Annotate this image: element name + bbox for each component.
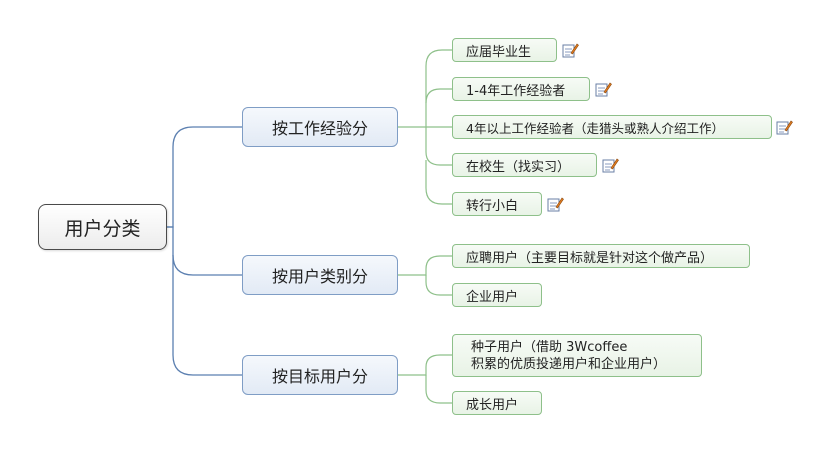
connector-root-cat-3 [172, 255, 242, 376]
leaf-seed-users[interactable]: 种子用户（借助 3Wcoffee 积累的优质投递用户和企业用户） [452, 334, 702, 377]
leaf-1-4-years[interactable]: 1-4年工作经验者 [452, 77, 590, 101]
note-icon[interactable] [547, 196, 564, 212]
connector-cat1-leaf-2 [425, 88, 452, 104]
leaf-label: 成长用户 [466, 397, 519, 413]
connector-cat1-leaf-4 [425, 127, 452, 166]
leaf-enterprise-users[interactable]: 企业用户 [452, 283, 542, 307]
category-label: 按工作经验分 [271, 119, 368, 138]
connector-root-cat-2 [167, 226, 242, 276]
leaf-label: 应聘用户（主要目标就是针对这个做产品） [466, 250, 714, 266]
category-user-type[interactable]: 按用户类别分 [242, 255, 398, 295]
leaf-growth-users[interactable]: 成长用户 [452, 391, 542, 415]
root-label: 用户分类 [64, 217, 141, 240]
note-icon[interactable] [602, 157, 619, 173]
category-label: 按目标用户分 [271, 367, 368, 386]
leaf-students[interactable]: 在校生（找实习） [452, 153, 597, 177]
leaf-4-plus-years[interactable]: 4年以上工作经验者（走猎头或熟人介绍工作） [452, 115, 772, 139]
leaf-label-line-2: 积累的优质投递用户和企业用户） [471, 357, 667, 372]
category-work-experience[interactable]: 按工作经验分 [242, 107, 398, 147]
connector-cat1-leaf-5 [425, 160, 452, 205]
connector-cat3-leaf-2 [425, 375, 452, 404]
leaf-label: 在校生（找实习） [466, 159, 571, 175]
note-icon[interactable] [562, 42, 579, 58]
connector-cat2-leaf-2 [425, 275, 452, 296]
connector-root-cat-1 [167, 126, 242, 228]
root-node[interactable]: 用户分类 [38, 204, 167, 250]
category-target-user[interactable]: 按目标用户分 [242, 355, 398, 395]
leaf-label: 1-4年工作经验者 [466, 83, 566, 99]
leaf-label: 企业用户 [466, 289, 519, 305]
connector-cat1-leaf-1 [398, 49, 452, 128]
connector-cat3-leaf-1 [398, 354, 452, 376]
leaf-fresh-graduates[interactable]: 应届毕业生 [452, 38, 557, 62]
leaf-label-line-1: 种子用户（借助 3Wcoffee [471, 340, 628, 355]
leaf-label: 转行小白 [466, 198, 519, 214]
connector-cat2-leaf-1 [398, 255, 452, 276]
leaf-career-changers[interactable]: 转行小白 [452, 192, 542, 216]
leaf-label: 4年以上工作经验者（走猎头或熟人介绍工作） [466, 120, 724, 136]
note-icon[interactable] [776, 119, 793, 135]
category-label: 按用户类别分 [271, 267, 368, 286]
leaf-job-seekers[interactable]: 应聘用户（主要目标就是针对这个做产品） [452, 244, 750, 268]
note-icon[interactable] [595, 81, 612, 97]
leaf-label: 应届毕业生 [466, 44, 532, 60]
